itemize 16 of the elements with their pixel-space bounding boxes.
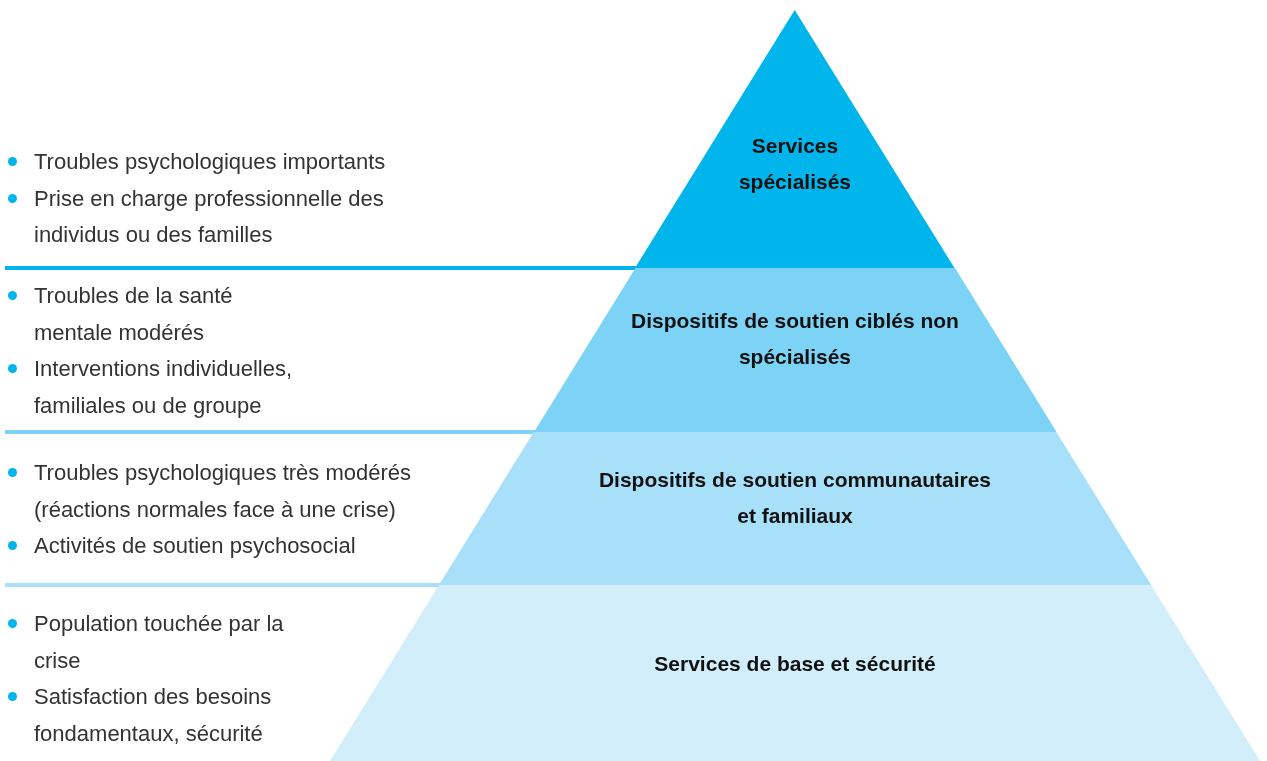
bullet-text: Troubles psychologiques importants (34, 148, 386, 176)
bullet-text: Satisfaction des besoins fondamentaux, sécurité (34, 683, 273, 748)
pyramid-tier (438, 432, 1151, 585)
tier-title: Services de base et sécurité (653, 651, 937, 677)
bullet-text: Activités de soutien psychosocial (34, 532, 356, 560)
bullet-text: Troubles de la santé mentale modérés (34, 282, 234, 347)
bullet-text: Population touchée par la crise (34, 610, 285, 675)
tier-title: Services spécialisés (737, 133, 853, 195)
bullet-text: Interventions individuelles, familiales ou de groupe (34, 355, 294, 420)
pyramid-tier (533, 268, 1057, 432)
tier-title: Dispositifs de soutien ciblés non spécialisés (630, 308, 960, 370)
bullet-text: Prise en charge professionnelle des individus ou des familles (34, 184, 385, 249)
pyramid-tier (330, 585, 1260, 761)
pyramid-apex (635, 10, 955, 268)
tier-title: Dispositifs de soutien communautaires et familiaux (597, 467, 993, 529)
bullet-text: Troubles psychologiques très modérés (réactions normales face à une crise) (34, 459, 413, 524)
